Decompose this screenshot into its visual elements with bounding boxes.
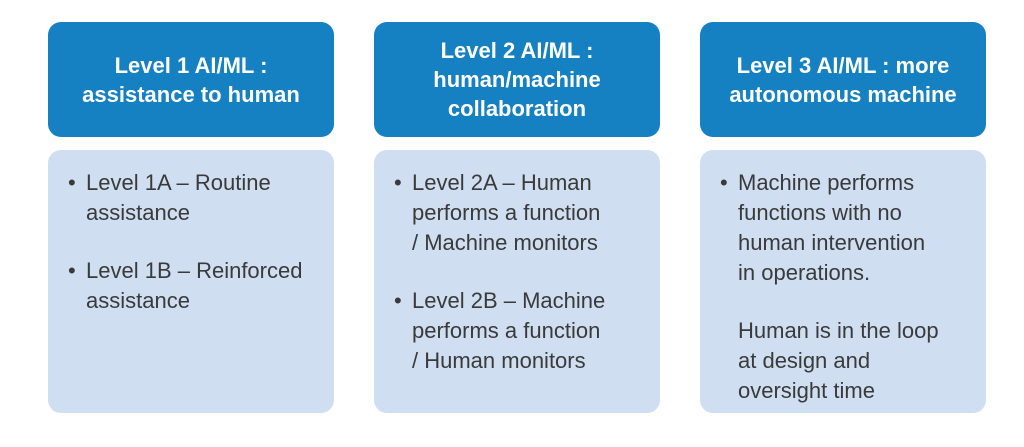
columns-row: Level 1 AI/ML : assistance to human • Le… [48,22,986,413]
list-item-text: Level 2A – Human performs a function / M… [412,170,601,255]
level-2-body: • Level 2A – Human performs a function /… [374,150,660,413]
column-level-2: Level 2 AI/ML : human/machine collaborat… [374,22,660,413]
level-3-body: • Machine performs functions with no hum… [700,150,986,413]
bullet-icon: • [394,288,402,313]
bullet-icon: • [68,258,76,283]
list-item: • Machine performs functions with no hum… [720,168,978,288]
list-item-text: Human is in the loop at design and overs… [738,318,939,403]
level-3-header: Level 3 AI/ML : more autonomous machine [700,22,986,137]
list-item-text: Level 2B – Machine performs a function /… [412,288,606,373]
list-item: Human is in the loop at design and overs… [720,316,978,406]
bullet-icon: • [720,170,728,195]
column-level-3: Level 3 AI/ML : more autonomous machine … [700,22,986,413]
bullet-icon: • [68,170,76,195]
column-level-1: Level 1 AI/ML : assistance to human • Le… [48,22,334,413]
level-2-header: Level 2 AI/ML : human/machine collaborat… [374,22,660,137]
list-item-text: Level 1B – Reinforced assistance [86,258,303,313]
level-1-header: Level 1 AI/ML : assistance to human [48,22,334,137]
list-item-text: Level 1A – Routine assistance [86,170,271,225]
level-1-body: • Level 1A – Routine assistance • Level … [48,150,334,413]
list-item: • Level 2B – Machine performs a function… [394,286,652,376]
bullet-icon: • [394,170,402,195]
list-item-text: Machine performs functions with no human… [738,170,926,285]
list-item: • Level 1B – Reinforced assistance [68,256,326,316]
list-item: • Level 1A – Routine assistance [68,168,326,228]
bullet-spacer [720,316,738,406]
list-item: • Level 2A – Human performs a function /… [394,168,652,258]
